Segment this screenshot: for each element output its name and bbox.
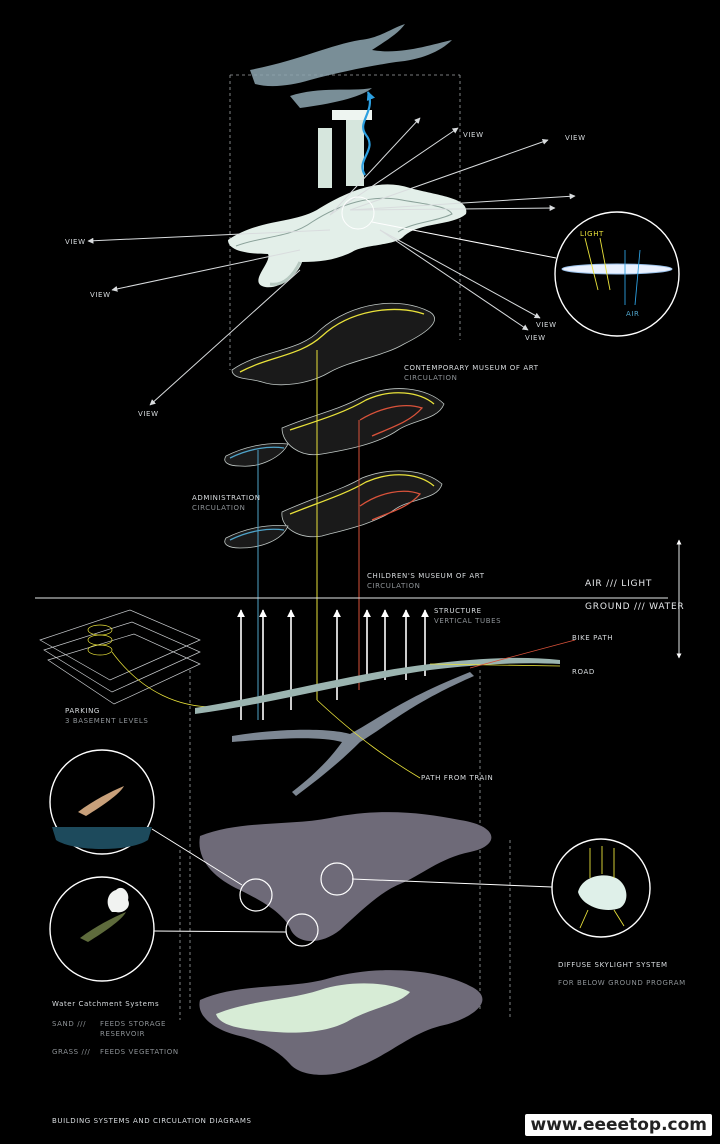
path-from-train-label: PATH FROM TRAIN (421, 774, 494, 782)
ground-water-label: GROUND /// WATER (585, 602, 685, 612)
view-label-7: VIEW (525, 334, 546, 342)
sand-label: SAND /// (52, 1020, 87, 1028)
skylight-callout-top (341, 196, 680, 337)
bike-path-label: BIKE PATH (572, 634, 614, 642)
parking-sub: 3 BASEMENT LEVELS (65, 717, 149, 725)
view-label-6: VIEW (536, 321, 557, 329)
watermark: www.eeeetop.com (525, 1114, 712, 1136)
administration-circulation-paths (229, 446, 285, 541)
grass-callout (49, 876, 155, 982)
view-arrows (87, 117, 576, 406)
diffuse-skylight-callout (551, 838, 651, 938)
sand-callout (49, 749, 155, 855)
contemporary-circulation-paths (239, 308, 435, 515)
roof-plate (228, 184, 467, 288)
sand-desc-1: FEEDS STORAGE (100, 1020, 167, 1028)
air-flow-arrow (361, 91, 376, 176)
contemporary-museum-sub: CIRCULATION (404, 374, 458, 382)
view-label-3: VIEW (138, 410, 159, 418)
contemporary-museum-label: CONTEMPORARY MUSEUM OF ART (404, 364, 539, 372)
administration-sub: CIRCULATION (192, 504, 246, 512)
administration-label: ADMINISTRATION (192, 494, 261, 502)
ground-plate (151, 812, 553, 947)
road-label: ROAD (572, 668, 595, 676)
base-plate (199, 970, 483, 1075)
air-light-label: AIR /// LIGHT (585, 579, 653, 589)
water-catchment-title: Water Catchment Systems (52, 1000, 160, 1008)
view-label-5: VIEW (565, 134, 586, 142)
childrens-circulation-paths (359, 405, 424, 521)
structure-tube-arrows (237, 609, 429, 720)
light-label: LIGHT (580, 230, 604, 238)
skylight-sub: FOR BELOW GROUND PROGRAM (558, 979, 686, 987)
structure-label: STRUCTURE (434, 607, 482, 615)
canopy-branches (250, 24, 452, 108)
childrens-museum-label: CHILDREN'S MUSEUM OF ART (367, 572, 485, 580)
view-label-2: VIEW (90, 291, 111, 299)
sand-desc-2: RESERVOIR (100, 1030, 146, 1038)
view-label-1: VIEW (65, 238, 86, 246)
skylight-label: DIFFUSE SKYLIGHT SYSTEM (558, 961, 668, 969)
ground-paths (195, 639, 576, 796)
air-label: AIR (626, 310, 640, 318)
childrens-museum-sub: CIRCULATION (367, 582, 421, 590)
view-label-4: VIEW (463, 131, 484, 139)
grass-desc: FEEDS VEGETATION (100, 1048, 179, 1056)
structure-sub: VERTICAL TUBES (434, 617, 502, 625)
diagram-caption: BUILDING SYSTEMS AND CIRCULATION DIAGRAM… (52, 1117, 252, 1125)
parking-label: PARKING (65, 707, 100, 715)
roof-tubes (318, 110, 372, 188)
parking-levels (39, 609, 231, 708)
grass-label: GRASS /// (52, 1048, 91, 1056)
